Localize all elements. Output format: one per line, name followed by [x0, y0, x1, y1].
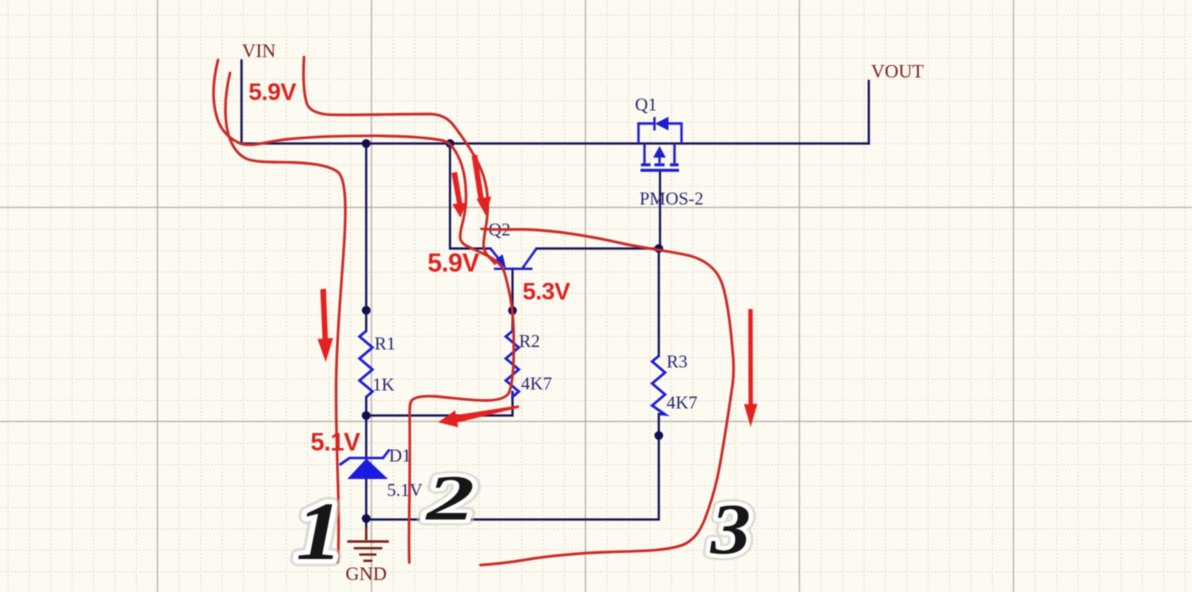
svg-text:3: 3	[709, 489, 750, 569]
svg-text:5.9V: 5.9V	[428, 248, 481, 278]
svg-text:5.1V: 5.1V	[387, 480, 423, 500]
svg-text:VOUT: VOUT	[871, 62, 924, 83]
svg-text:1K: 1K	[373, 375, 395, 395]
svg-text:1: 1	[296, 486, 342, 578]
svg-text:PMOS-2: PMOS-2	[640, 189, 704, 209]
svg-text:5.1V: 5.1V	[311, 429, 361, 457]
svg-text:D1: D1	[389, 446, 411, 466]
svg-text:2: 2	[425, 462, 474, 534]
svg-text:5.9V: 5.9V	[249, 79, 297, 106]
svg-text:GND: GND	[346, 564, 387, 585]
svg-text:R2: R2	[519, 331, 540, 351]
svg-text:Q1: Q1	[635, 95, 657, 115]
svg-text:3: 3	[709, 489, 750, 569]
svg-text:R3: R3	[667, 352, 688, 372]
svg-text:4K7: 4K7	[521, 374, 552, 394]
svg-text:1: 1	[296, 486, 342, 578]
svg-text:5.3V: 5.3V	[523, 279, 571, 306]
svg-text:R1: R1	[375, 334, 396, 354]
svg-text:VIN: VIN	[242, 41, 276, 62]
svg-text:2: 2	[425, 462, 474, 534]
svg-text:4K7: 4K7	[667, 393, 698, 413]
